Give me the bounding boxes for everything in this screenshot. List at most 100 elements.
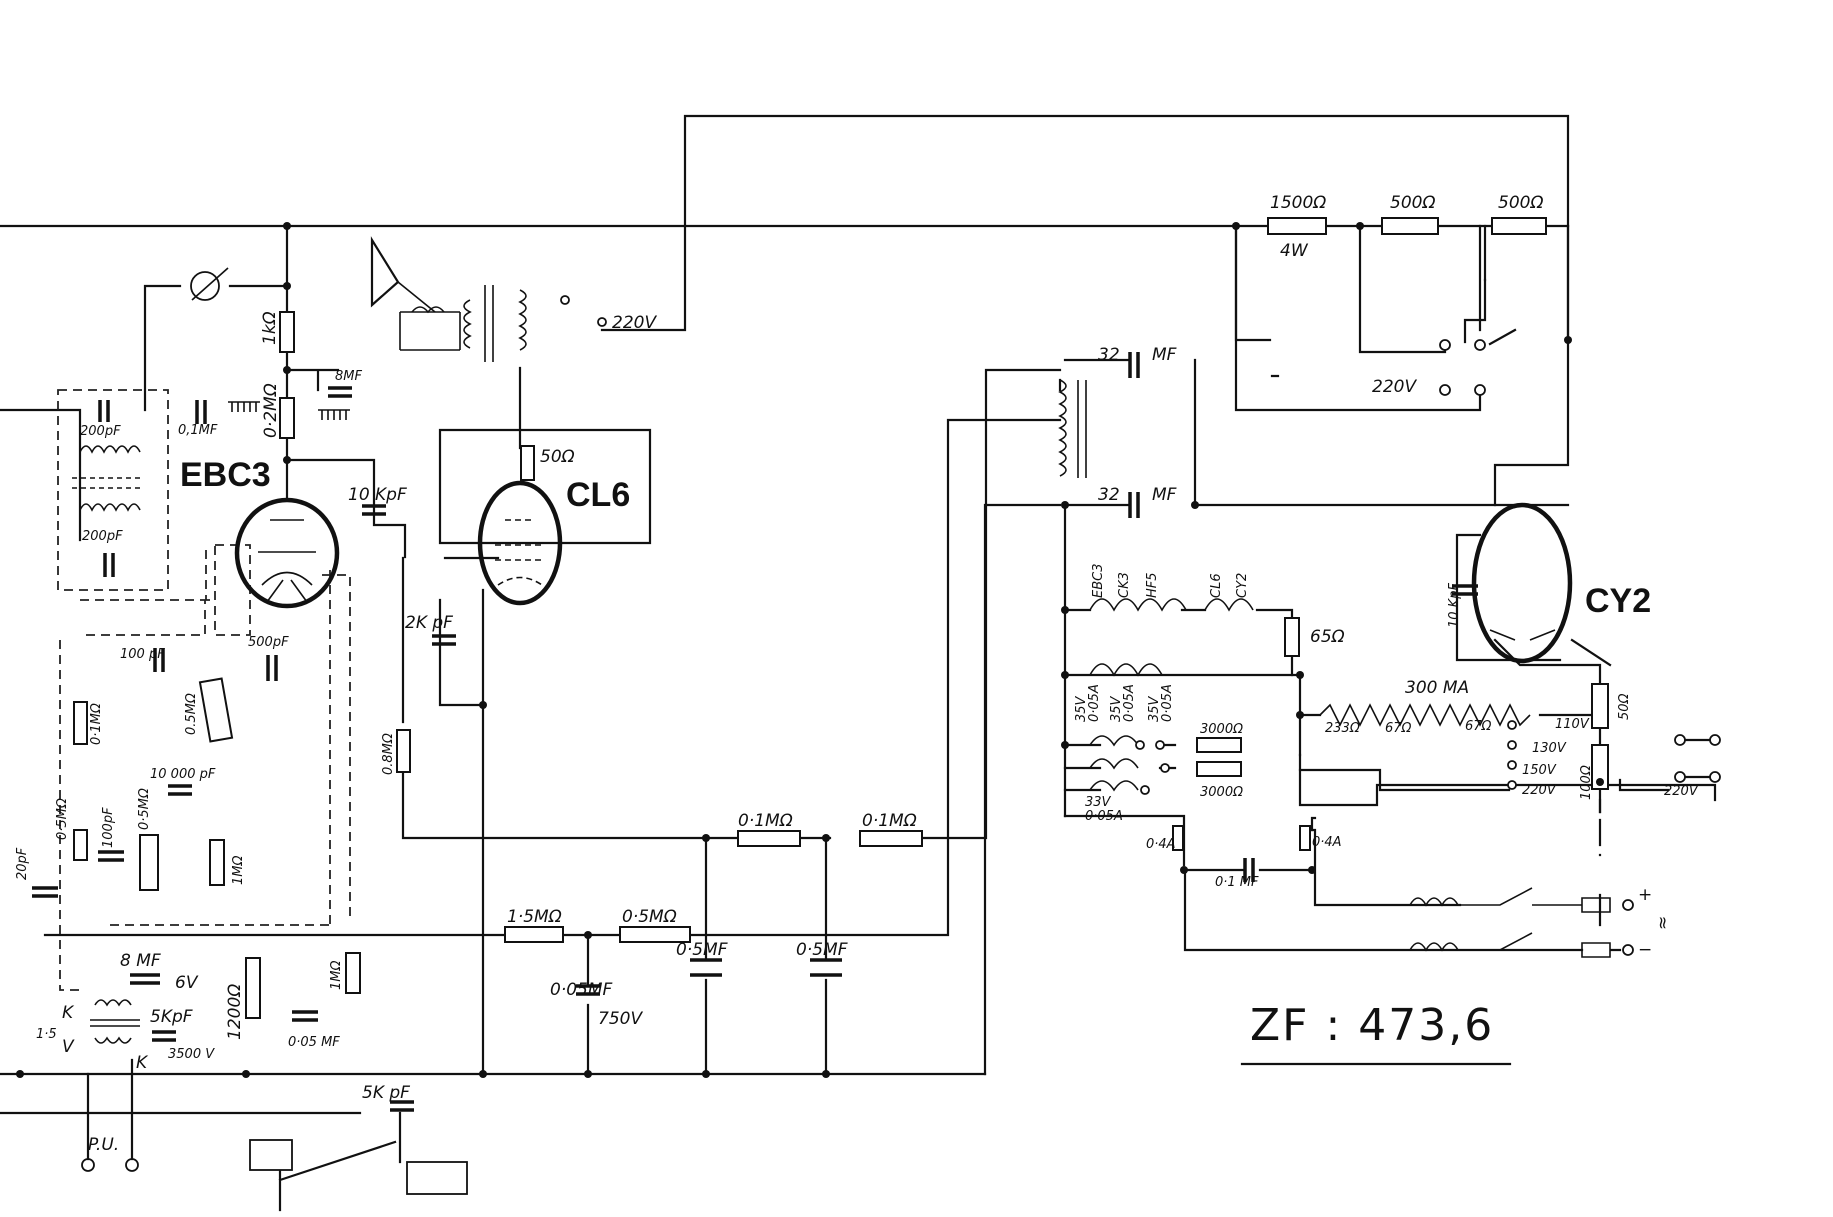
resistor-300ma xyxy=(1319,703,1531,727)
resistor-0-2m xyxy=(279,397,295,439)
label-35v-a: 35V xyxy=(1074,695,1089,722)
resistor-65 xyxy=(1284,617,1300,657)
label-150v: 150V xyxy=(1522,763,1557,778)
coils xyxy=(72,236,1582,1044)
label-c-200pf-bottom: 200pF xyxy=(82,529,123,544)
scale-lamp xyxy=(406,1161,468,1195)
label-k-top: K xyxy=(62,1003,75,1023)
resistor-3000-b xyxy=(1196,761,1242,777)
resistor-0-8m xyxy=(396,729,411,773)
resistor-1m-mid xyxy=(209,839,225,886)
label-heater-cl6: CL6 xyxy=(1209,573,1224,598)
label-r-67-a: 67Ω xyxy=(1385,721,1412,736)
label-220v-top: 220V xyxy=(612,313,657,333)
label-c-8mf: 8MF xyxy=(335,369,362,384)
switches xyxy=(560,295,1721,795)
label-mains-minus: − xyxy=(1638,940,1652,960)
label-r-0-5m-vol: 0·5MΩ xyxy=(137,788,152,830)
label-005a-a: 0·05A xyxy=(1087,684,1102,722)
label-r-0-1m-grid: 0·1MΩ xyxy=(89,703,104,745)
label-r-1-5m: 1·5MΩ xyxy=(507,907,562,927)
component-labels: 1kΩ 0·2MΩ 50Ω 0·1MΩ 0.5MΩ 0·5MΩ 0·5MΩ 1M… xyxy=(15,193,1699,1155)
resistor-500-a xyxy=(1381,217,1439,235)
label-c-32-top: 32 xyxy=(1098,345,1120,365)
label-c-20pf: 20pF xyxy=(15,847,30,880)
label-110v: 110V xyxy=(1555,717,1590,732)
tube-cy2 xyxy=(1471,502,1573,664)
label-r-0-5m-bottom: 0·5MΩ xyxy=(622,907,677,927)
resistor-100-right xyxy=(1591,744,1609,790)
label-005a-c: 0·05A xyxy=(1160,684,1175,722)
resistor-0-5m-vol xyxy=(139,834,159,891)
label-ebc3: EBC3 xyxy=(180,456,271,494)
label-130v: 130V xyxy=(1532,741,1567,756)
label-cy2: CY2 xyxy=(1585,582,1651,620)
label-r-0-5m-left: 0·5MΩ xyxy=(55,798,70,840)
label-fuse-b: 0·4A xyxy=(1312,835,1342,850)
label-ac-symbol: ≈ xyxy=(1653,916,1673,930)
ground-icons xyxy=(228,401,350,420)
resistor-0-1m-grid xyxy=(73,701,88,745)
resistor-500-b xyxy=(1491,217,1547,235)
resistors xyxy=(73,217,1609,1019)
label-c-3500v: 3500 V xyxy=(168,1047,215,1062)
label-r-1500: 1500Ω xyxy=(1270,193,1326,213)
label-c-10000pf: 10 000 pF xyxy=(150,767,216,782)
tube-ebc3 xyxy=(234,497,340,609)
label-r-233: 233Ω xyxy=(1325,721,1360,736)
label-c-0-5mf-b: 0·5MF xyxy=(796,940,848,960)
terminal-pu-b xyxy=(125,1158,139,1172)
label-r-0-1m-b: 0·1MΩ xyxy=(862,811,917,831)
label-220v-switch: 220V xyxy=(1372,377,1417,397)
label-c-8mf-6v: 8 MF xyxy=(120,951,161,971)
label-heater-ebc3: EBC3 xyxy=(1091,564,1106,598)
label-r-0-5m-pot: 0.5MΩ xyxy=(184,693,199,735)
resistor-3000-a xyxy=(1196,737,1242,753)
label-cl6: CL6 xyxy=(566,476,630,514)
label-r-500-b: 500Ω xyxy=(1498,193,1543,213)
label-mains-plus: + xyxy=(1638,885,1652,905)
label-c-500pf: 500pF xyxy=(248,635,289,650)
label-r-500-a: 500Ω xyxy=(1390,193,1435,213)
label-c-5kpf-3500: 5KpF xyxy=(150,1007,193,1027)
label-c-32-bottom: 32 xyxy=(1098,485,1120,505)
label-35v-c: 35V xyxy=(1147,695,1162,722)
label-r-0-2m: 0·2MΩ xyxy=(261,383,281,438)
label-r-67-b: 67Ω xyxy=(1465,719,1492,734)
terminal-mains-plus xyxy=(1622,899,1634,911)
label-c-200pf-top: 200pF xyxy=(80,424,121,439)
label-heater-cy2: CY2 xyxy=(1235,573,1250,598)
label-c-0-1mf-top: 0,1MF xyxy=(178,423,218,438)
label-c-2kpf: 2K pF xyxy=(405,613,453,633)
label-r-3000-a: 3000Ω xyxy=(1200,722,1243,737)
resistor-0-5m-bottom xyxy=(619,926,691,943)
label-r-1m-low: 1MΩ xyxy=(329,961,344,990)
junctions xyxy=(16,222,1604,1078)
resistor-1m-low xyxy=(345,952,361,994)
resistor-0-5m-pot xyxy=(198,677,234,743)
label-heater-hf5: HF5 xyxy=(1145,572,1160,598)
resistor-0-1m-b xyxy=(859,830,923,847)
shield-outlines xyxy=(57,389,351,991)
label-c-750v: 750V xyxy=(598,1009,643,1029)
label-c-6v: 6V xyxy=(175,973,199,993)
wiring xyxy=(0,114,1715,1115)
label-r-100-right: 100Ω xyxy=(1579,765,1594,800)
label-c-0-05mf: 0·05 MF xyxy=(288,1035,340,1050)
label-pu: P.U. xyxy=(88,1135,119,1155)
label-r-65: 65Ω xyxy=(1310,627,1345,647)
label-c-0-1mf-mains: 0·1 MF xyxy=(1215,875,1259,890)
label-005a-b: 0·05A xyxy=(1122,684,1137,722)
resistor-0-5m-left xyxy=(73,829,88,861)
label-c-0-05mf-750: 0·05MF xyxy=(550,980,613,1000)
label-r-1500-rating: 4W xyxy=(1280,241,1309,261)
resistor-50-right xyxy=(1591,683,1609,729)
tubes xyxy=(234,480,1573,664)
label-35v-b: 35V xyxy=(1109,695,1124,722)
label-c-10kpf: 10 KpF xyxy=(348,485,407,505)
terminals xyxy=(81,897,1634,1212)
label-220v-far: 220V xyxy=(1664,784,1699,799)
label-220v-right: 220V xyxy=(1522,783,1557,798)
label-c-32-top-unit: MF xyxy=(1152,345,1177,365)
